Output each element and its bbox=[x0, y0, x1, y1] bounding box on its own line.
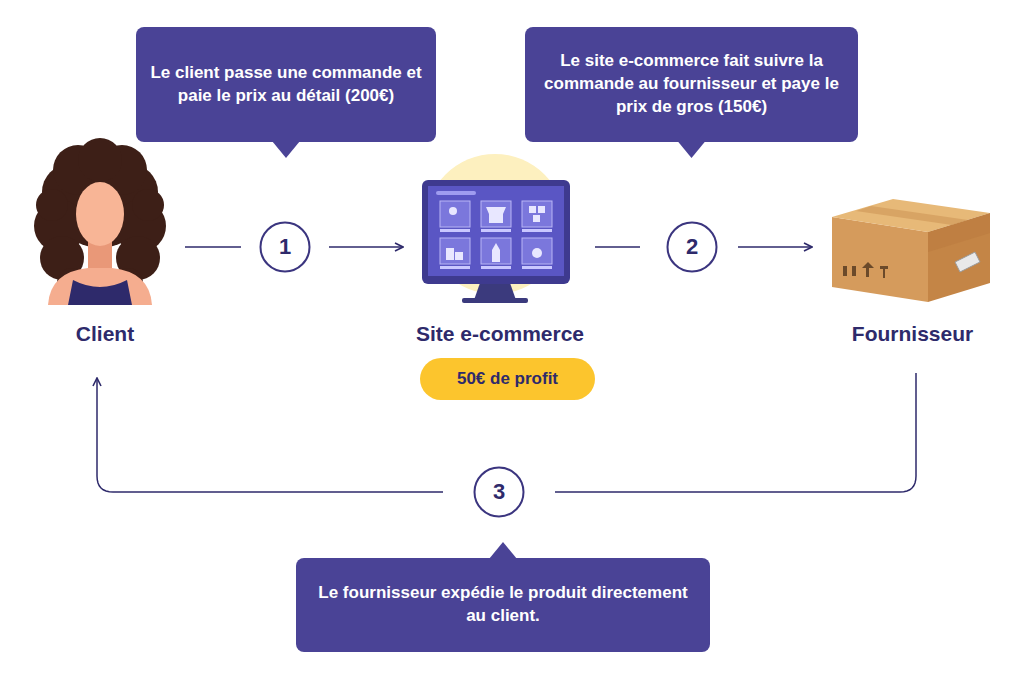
step-number: 3 bbox=[473, 466, 525, 518]
actor-label: Site e-commerce bbox=[416, 321, 584, 346]
node-content: 50€ de profit bbox=[420, 358, 595, 400]
flow-arrow bbox=[555, 373, 916, 492]
flow-arrow bbox=[185, 246, 241, 248]
profit-badge: 50€ de profit bbox=[420, 358, 595, 400]
bubble-body bbox=[525, 27, 858, 142]
actor-figure: Fournisseur bbox=[820, 150, 1005, 348]
number-circle bbox=[261, 223, 310, 272]
bubble-body bbox=[296, 558, 710, 652]
actor-figure: Site e-commerce bbox=[405, 150, 595, 348]
node-shape bbox=[136, 27, 436, 142]
node-content: Le site e-commerce fait suivre la comman… bbox=[525, 27, 858, 142]
node-content: 1 bbox=[259, 221, 311, 273]
flow-arrow bbox=[329, 246, 403, 248]
actor-label: Fournisseur bbox=[852, 321, 973, 346]
number-circle bbox=[475, 468, 524, 517]
actor-figure: Client bbox=[30, 150, 180, 348]
bubble-tail bbox=[678, 141, 706, 158]
flow-arrow bbox=[97, 378, 443, 492]
node-shape bbox=[296, 558, 710, 652]
callout-number: 2 bbox=[686, 234, 698, 260]
node-content: Le client passe une commande et paie le … bbox=[136, 27, 436, 142]
flow-arrow bbox=[738, 246, 812, 248]
step-number: 2 bbox=[666, 221, 718, 273]
badge-pill bbox=[420, 358, 595, 400]
callout-number: 1 bbox=[279, 234, 291, 260]
node-content: Le fournisseur expédie le produit direct… bbox=[296, 558, 710, 652]
node-content: Site e-commerce bbox=[405, 150, 595, 348]
actor-label: Client bbox=[76, 321, 134, 346]
node-text: Le site e-commerce fait suivre la comman… bbox=[539, 50, 844, 119]
client-figure bbox=[34, 138, 166, 305]
bubble-tail bbox=[272, 141, 300, 158]
monitor-figure bbox=[422, 154, 570, 303]
node-content: 3 bbox=[473, 466, 525, 518]
flow-arrow bbox=[595, 246, 640, 248]
node-text: Le fournisseur expédie le produit direct… bbox=[310, 582, 696, 628]
callout-number: 3 bbox=[493, 479, 505, 505]
node-content: Fournisseur bbox=[820, 150, 1005, 348]
callout-bubble: Le fournisseur expédie le produit direct… bbox=[296, 558, 710, 652]
node-text: Le client passe une commande et paie le … bbox=[150, 62, 422, 108]
node-content: Client bbox=[30, 150, 180, 348]
step-number: 1 bbox=[259, 221, 311, 273]
node-content: 2 bbox=[666, 221, 718, 273]
number-circle bbox=[668, 223, 717, 272]
box-figure bbox=[832, 199, 990, 302]
callout-bubble: Le site e-commerce fait suivre la comman… bbox=[525, 27, 858, 142]
bubble-tail bbox=[489, 542, 517, 559]
node-text: 50€ de profit bbox=[457, 369, 558, 389]
callout-bubble: Le client passe une commande et paie le … bbox=[136, 27, 436, 142]
bubble-body bbox=[136, 27, 436, 142]
